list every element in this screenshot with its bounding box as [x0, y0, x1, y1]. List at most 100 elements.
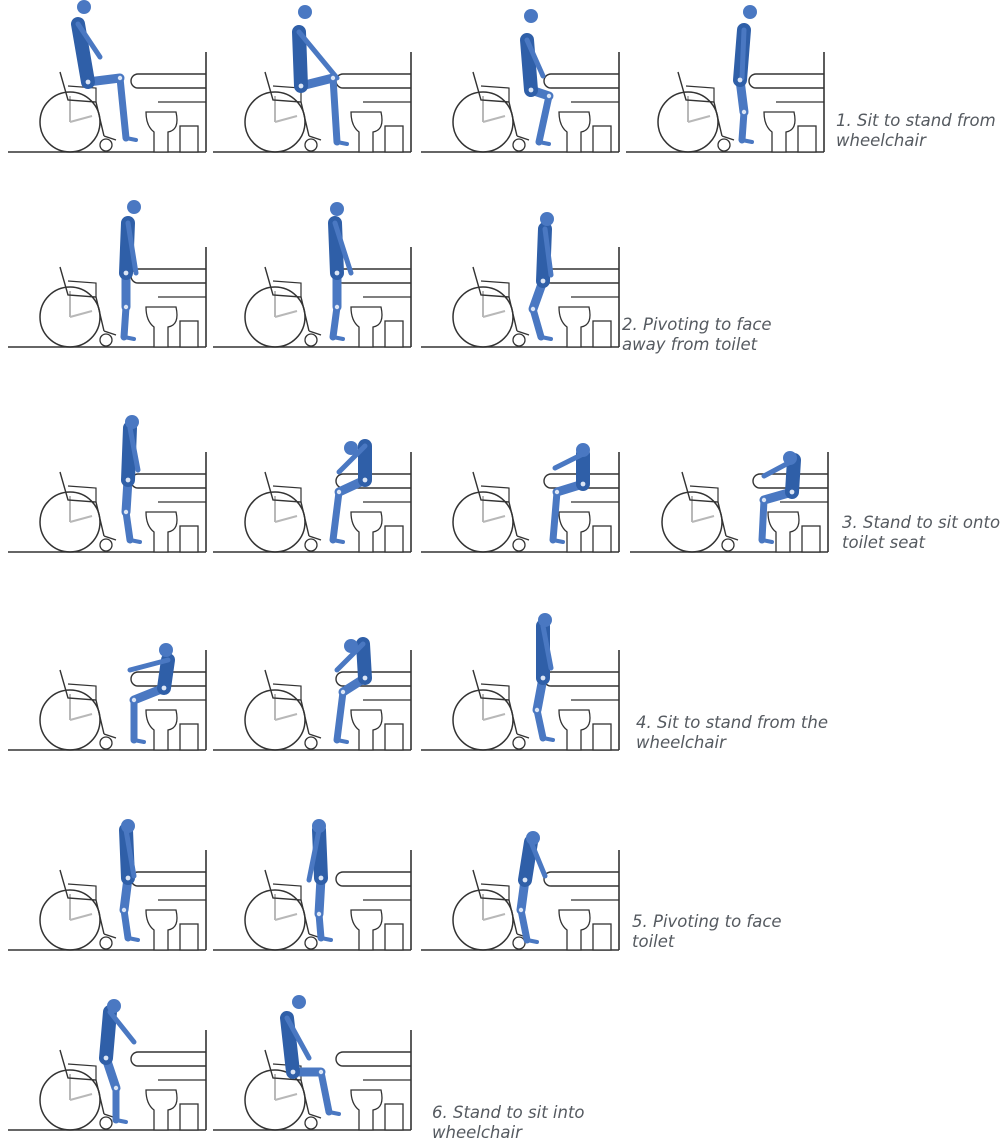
toilet-tank [180, 321, 198, 347]
wheelchair-icon [245, 267, 321, 347]
grab-bar-icon [336, 1052, 411, 1066]
wheelchair-caster [305, 539, 317, 551]
wheelchair-icon [245, 1050, 321, 1130]
foot [321, 938, 331, 940]
transfer-frame [630, 451, 828, 552]
wheelchair-spoke [275, 914, 297, 920]
knee-joint [341, 690, 345, 694]
person-figure-icon [535, 613, 553, 740]
toilet-tank [180, 126, 198, 152]
head [298, 5, 312, 19]
shin [742, 112, 744, 140]
wheelchair-spoke [692, 516, 714, 522]
hip-joint [335, 271, 340, 276]
wheelchair-spoke [275, 116, 297, 122]
toilet-tank [385, 321, 403, 347]
grab-bar-icon [544, 872, 619, 886]
transfer-frame [8, 999, 206, 1130]
wheelchair-spoke [483, 516, 505, 522]
hip-joint [523, 878, 528, 883]
transfer-frame [8, 415, 206, 552]
wheelchair-frame [60, 670, 104, 734]
wheelchair-frame [60, 472, 104, 536]
foot [126, 138, 136, 140]
toilet-icon [146, 512, 177, 552]
grab-bar-icon [544, 672, 619, 686]
foot [329, 1112, 339, 1114]
hip-joint [104, 1056, 109, 1061]
person-figure-icon [77, 0, 136, 140]
wheelchair-spoke [483, 311, 505, 317]
hip-joint [299, 84, 304, 89]
toilet-icon [351, 112, 382, 152]
hip-joint [581, 482, 586, 487]
toilet-icon [146, 307, 177, 347]
toilet-icon [559, 710, 590, 750]
grab-bar-icon [131, 74, 206, 88]
person-figure-icon [738, 5, 757, 142]
wheelchair-caster [718, 139, 730, 151]
step-5-caption: 5. Pivoting to face toilet [632, 912, 782, 952]
wheelchair-spoke [275, 516, 297, 522]
hip-joint [319, 876, 324, 881]
head [159, 643, 173, 657]
toilet-icon [559, 910, 590, 950]
head [77, 0, 91, 14]
knee-joint [555, 490, 559, 494]
knee-joint [535, 708, 539, 712]
wheelchair-caster [100, 1117, 112, 1129]
foot [128, 938, 138, 940]
wheelchair-spoke [688, 116, 710, 122]
toilet-icon [764, 112, 795, 152]
wheelchair-caster [305, 937, 317, 949]
wheelchair-spoke [70, 516, 92, 522]
head [344, 441, 358, 455]
foot [134, 740, 144, 742]
grab-bar-icon [544, 74, 619, 88]
hip-joint [541, 279, 546, 284]
toilet-icon [351, 1090, 382, 1130]
wheelchair-frame [265, 267, 309, 331]
arm [742, 30, 744, 78]
head [292, 995, 306, 1009]
transfer-frame [8, 819, 206, 950]
transfer-frame [213, 639, 411, 750]
knee-joint [118, 76, 122, 80]
toilet-tank [385, 724, 403, 750]
wheelchair-icon [40, 267, 116, 347]
wheelchair-frame [473, 72, 517, 136]
foot [742, 140, 752, 142]
person-figure-icon [287, 995, 339, 1114]
toilet-icon [146, 1090, 177, 1130]
wheelchair-icon [40, 472, 116, 552]
person-figure-icon [121, 819, 138, 940]
grab-bar-icon [336, 269, 411, 283]
transfer-frame [421, 831, 619, 950]
wheelchair-spoke [70, 116, 92, 122]
head [540, 212, 554, 226]
wheelchair-spoke [275, 714, 297, 720]
wheelchair-frame [265, 472, 309, 536]
head [524, 9, 538, 23]
wheelchair-frame [473, 670, 517, 734]
foot [130, 540, 140, 542]
person-figure-icon [309, 819, 331, 940]
foot [124, 337, 134, 339]
grab-bar-icon [131, 474, 206, 488]
hip-joint [126, 876, 131, 881]
foot [333, 540, 343, 542]
wheelchair-frame [473, 870, 517, 934]
shin [333, 492, 339, 540]
shin [533, 309, 541, 337]
wheelchair-caster [100, 139, 112, 151]
wheelchair-icon [453, 72, 529, 152]
knee-joint [742, 110, 746, 114]
toilet-tank [385, 924, 403, 950]
wheelchair-icon [658, 72, 734, 152]
shin [553, 492, 557, 540]
grab-bar-icon [131, 269, 206, 283]
step-1-caption: 1. Sit to stand from wheelchair [836, 111, 996, 151]
person-figure-icon [124, 415, 140, 542]
shin [120, 78, 126, 138]
